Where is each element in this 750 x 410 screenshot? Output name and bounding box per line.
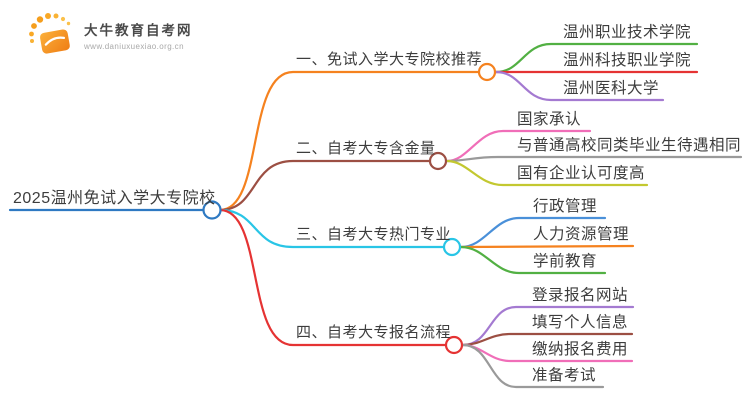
branch-4-node-circle[interactable] [444, 335, 464, 355]
logo-title: 大牛教育自考网 [84, 23, 193, 38]
branch-2-label[interactable]: 二、自考大专含金量 [296, 140, 436, 157]
branch-4-child-4-label[interactable]: 准备考试 [532, 367, 597, 384]
branch-3-label[interactable]: 三、自考大专热门专业 [296, 226, 452, 243]
branch-3-child-3-label[interactable]: 学前教育 [533, 253, 598, 270]
branch-4-child-1-label[interactable]: 登录报名网站 [532, 287, 629, 304]
root-node-circle[interactable] [202, 200, 222, 220]
branch-1-curve [218, 70, 480, 212]
branch-3-curve [218, 208, 445, 249]
branch-4-child-3-label[interactable]: 缴纳报名费用 [532, 341, 629, 358]
branch-1-child-3-label[interactable]: 温州医科大学 [563, 80, 660, 97]
logo-book-icon [29, 13, 71, 54]
branch-1-child-3-curve [494, 70, 665, 102]
branch-3-child-1-label[interactable]: 行政管理 [533, 198, 598, 215]
branch-4-label[interactable]: 四、自考大专报名流程 [296, 324, 452, 341]
site-logo[interactable]: 大牛教育自考网 www.daniuxuexiao.org.cn [28, 13, 193, 57]
branch-2-child-1-label[interactable]: 国家承认 [517, 111, 582, 128]
branch-3-child-3-curve [459, 245, 607, 275]
branch-1-child-1-label[interactable]: 温州职业技术学院 [563, 24, 692, 41]
branch-1-child-2-label[interactable]: 温州科技职业学院 [563, 52, 692, 69]
branch-4-child-4-curve [461, 343, 605, 389]
branch-3-node-circle[interactable] [442, 237, 462, 257]
branch-2-child-3-label[interactable]: 国有企业认可度高 [517, 165, 646, 182]
branch-1-node-circle[interactable] [477, 62, 497, 82]
branch-1-label[interactable]: 一、免试入学大专院校推荐 [296, 51, 483, 68]
branch-2-curve [218, 159, 431, 212]
branch-3-child-2-label[interactable]: 人力资源管理 [533, 226, 630, 243]
branch-2-child-2-curve [445, 155, 743, 163]
branch-4-child-2-label[interactable]: 填写个人信息 [532, 314, 629, 331]
branch-2-child-3-curve [445, 159, 649, 187]
branch-4-curve [218, 208, 447, 347]
branch-3-child-2-curve [459, 244, 635, 249]
logo-url: www.daniuxuexiao.org.cn [84, 42, 184, 51]
branch-2-child-2-label[interactable]: 与普通高校同类毕业生待遇相同 [517, 137, 742, 154]
branch-2-node-circle[interactable] [428, 151, 448, 171]
central-topic[interactable]: 2025温州免试入学大专院校 [13, 190, 216, 207]
